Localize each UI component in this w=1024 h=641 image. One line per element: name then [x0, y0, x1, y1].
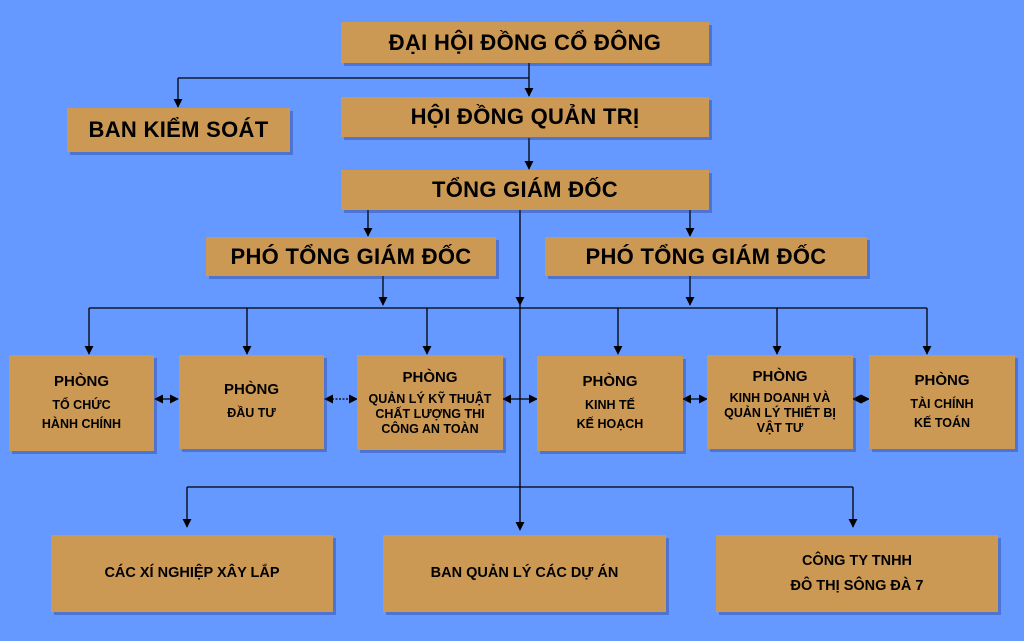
dept-line: TÀI CHÍNH: [910, 396, 974, 411]
dept-line: TỔ CHỨC: [52, 397, 111, 412]
company-label-line2: ĐÔ THỊ SÔNG ĐÀ 7: [790, 577, 924, 594]
construction-enterprises-box: CÁC XÍ NGHIỆP XÂY LẮP: [51, 535, 333, 612]
general-meeting-label: ĐẠI HỘI ĐỒNG CỔ ĐÔNG: [388, 29, 662, 55]
general-director-box: TỔNG GIÁM ĐỐC: [341, 170, 709, 210]
dept-title: PHÒNG: [914, 371, 970, 389]
construction-enterprises-label: CÁC XÍ NGHIỆP XÂY LẮP: [104, 565, 280, 581]
dept-finance-accounting: PHÒNG TÀI CHÍNH KẾ TOÁN: [869, 355, 1015, 449]
dept-line: CÔNG AN TOÀN: [381, 421, 479, 436]
dept-business-equipment-materials: PHÒNG KINH DOANH VÀ QUẢN LÝ THIẾT BỊ VẬT…: [707, 355, 853, 449]
dept-line: QUẢN LÝ KỸ THUẬT: [368, 391, 492, 406]
general-meeting-box: ĐẠI HỘI ĐỒNG CỔ ĐÔNG: [341, 22, 709, 63]
board-of-directors-label: HỘI ĐỒNG QUẢN TRỊ: [410, 104, 640, 129]
dept-line: CHẤT LƯỢNG THI: [375, 406, 485, 421]
dept-title: PHÒNG: [752, 368, 808, 385]
dept-title: PHÒNG: [582, 373, 638, 390]
dept-technical-quality-safety: PHÒNG QUẢN LÝ KỸ THUẬT CHẤT LƯỢNG THI CÔ…: [357, 355, 503, 450]
deputy-director-left-box: PHÓ TỔNG GIÁM ĐỐC: [206, 237, 496, 276]
company-label-line1: CÔNG TY TNHH: [801, 552, 913, 569]
deputy-director-right-label: PHÓ TỔNG GIÁM ĐỐC: [585, 243, 827, 269]
supervisory-board-box: BAN KIỂM SOÁT: [67, 108, 290, 152]
dept-line: KẾ TOÁN: [913, 415, 971, 430]
dept-line: VẬT TƯ: [756, 421, 804, 435]
dept-economic-planning: PHÒNG KINH TẾ KẾ HOẠCH: [537, 356, 683, 451]
general-director-label: TỔNG GIÁM ĐỐC: [431, 177, 618, 202]
deputy-director-right-box: PHÓ TỔNG GIÁM ĐỐC: [545, 237, 867, 276]
company-box: CÔNG TY TNHH ĐÔ THỊ SÔNG ĐÀ 7: [716, 535, 998, 612]
dept-line: QUẢN LÝ THIẾT BỊ: [724, 406, 836, 420]
dept-line: KINH TẾ: [585, 398, 635, 412]
dept-line: KINH DOANH VÀ: [729, 391, 831, 405]
project-management-box: BAN QUẢN LÝ CÁC DỰ ÁN: [383, 535, 666, 612]
dept-line: KẾ HOẠCH: [576, 417, 644, 431]
project-management-label: BAN QUẢN LÝ CÁC DỰ ÁN: [430, 565, 619, 581]
dept-title: PHÒNG: [402, 368, 458, 386]
dept-title: PHÒNG: [223, 381, 279, 398]
board-of-directors-box: HỘI ĐỒNG QUẢN TRỊ: [341, 97, 709, 137]
dept-line: HÀNH CHÍNH: [41, 416, 122, 431]
supervisory-board-label: BAN KIỂM SOÁT: [88, 117, 269, 142]
dept-line: ĐẦU TƯ: [227, 406, 276, 420]
dept-investment: PHÒNG ĐẦU TƯ: [179, 355, 324, 449]
dept-title: PHÒNG: [53, 372, 109, 390]
deputy-director-left-label: PHÓ TỔNG GIÁM ĐỐC: [230, 243, 472, 269]
dept-organization-admin: PHÒNG TỔ CHỨC HÀNH CHÍNH: [9, 355, 154, 451]
